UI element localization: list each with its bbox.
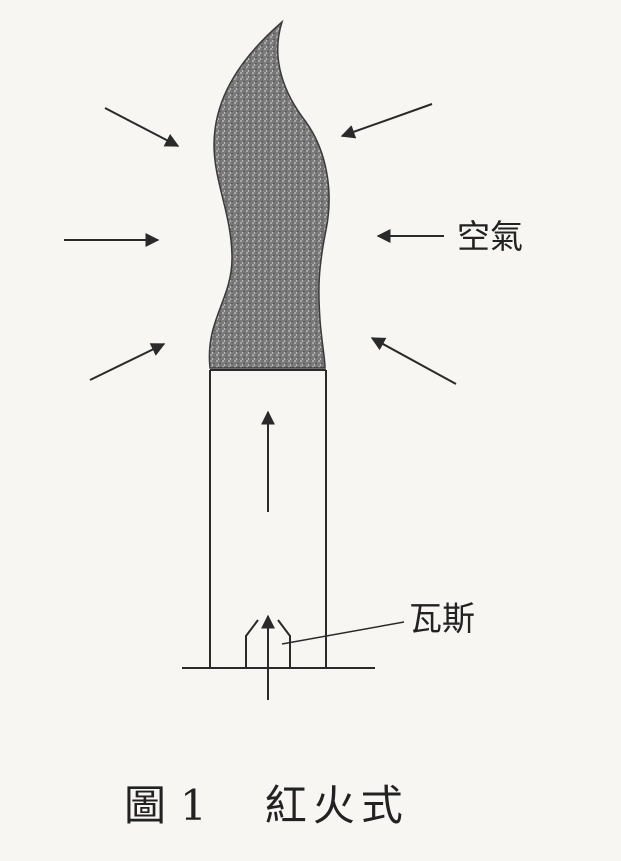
air-arrow-left-bottom [89, 343, 166, 381]
burner-tube [182, 369, 375, 669]
air-label: 空氣 [457, 217, 523, 256]
air-arrow-right-bottom [370, 337, 457, 385]
gas-leader-line [281, 621, 405, 645]
caption-figure-number: 1 [180, 781, 207, 830]
air-arrow-right-top [340, 103, 433, 139]
caption-title: 紅火式 [264, 781, 409, 830]
gas-label: 瓦斯 [409, 599, 475, 638]
air-arrow-left-top [104, 107, 180, 147]
flame [208, 19, 330, 369]
gas-nozzle [245, 619, 291, 668]
caption-figure-word: 圖 [124, 781, 167, 830]
